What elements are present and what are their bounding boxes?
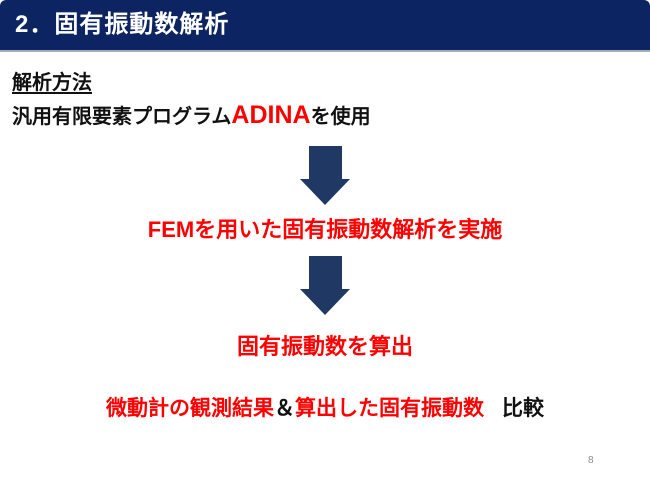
down-arrow-icon	[300, 256, 350, 315]
comparison-calculated-text: 算出した固有振動数	[295, 397, 484, 420]
down-arrow-head	[300, 179, 350, 205]
program-name: ADINA	[231, 101, 311, 129]
down-arrow-icon	[300, 146, 350, 205]
down-arrow-head	[300, 289, 350, 315]
step-fem-analysis-text: FEMを用いた固有振動数解析を実施	[147, 217, 503, 242]
comparison-observed-text: 微動計の観測結果	[106, 397, 274, 420]
page-number: 8	[588, 455, 594, 466]
program-prefix: 汎用有限要素プログラム	[12, 106, 232, 128]
method-section: 解析方法 汎用有限要素プログラムADINAを使用	[12, 68, 371, 134]
comparison-label: 比較	[502, 397, 544, 420]
down-arrow-stem	[308, 146, 342, 179]
method-line: 汎用有限要素プログラムADINAを使用	[12, 98, 371, 134]
page-title: 2．固有振動数解析	[15, 11, 230, 38]
down-arrow-stem	[308, 256, 342, 289]
step-output-text: 固有振動数を算出	[236, 334, 413, 359]
slide-header: 2．固有振動数解析	[0, 0, 650, 52]
comparison-ampersand: ＆	[274, 397, 295, 420]
program-suffix: を使用	[310, 106, 371, 128]
comparison-line: 微動計の観測結果＆算出した固有振動数比較	[0, 392, 650, 422]
method-heading: 解析方法	[12, 72, 92, 94]
